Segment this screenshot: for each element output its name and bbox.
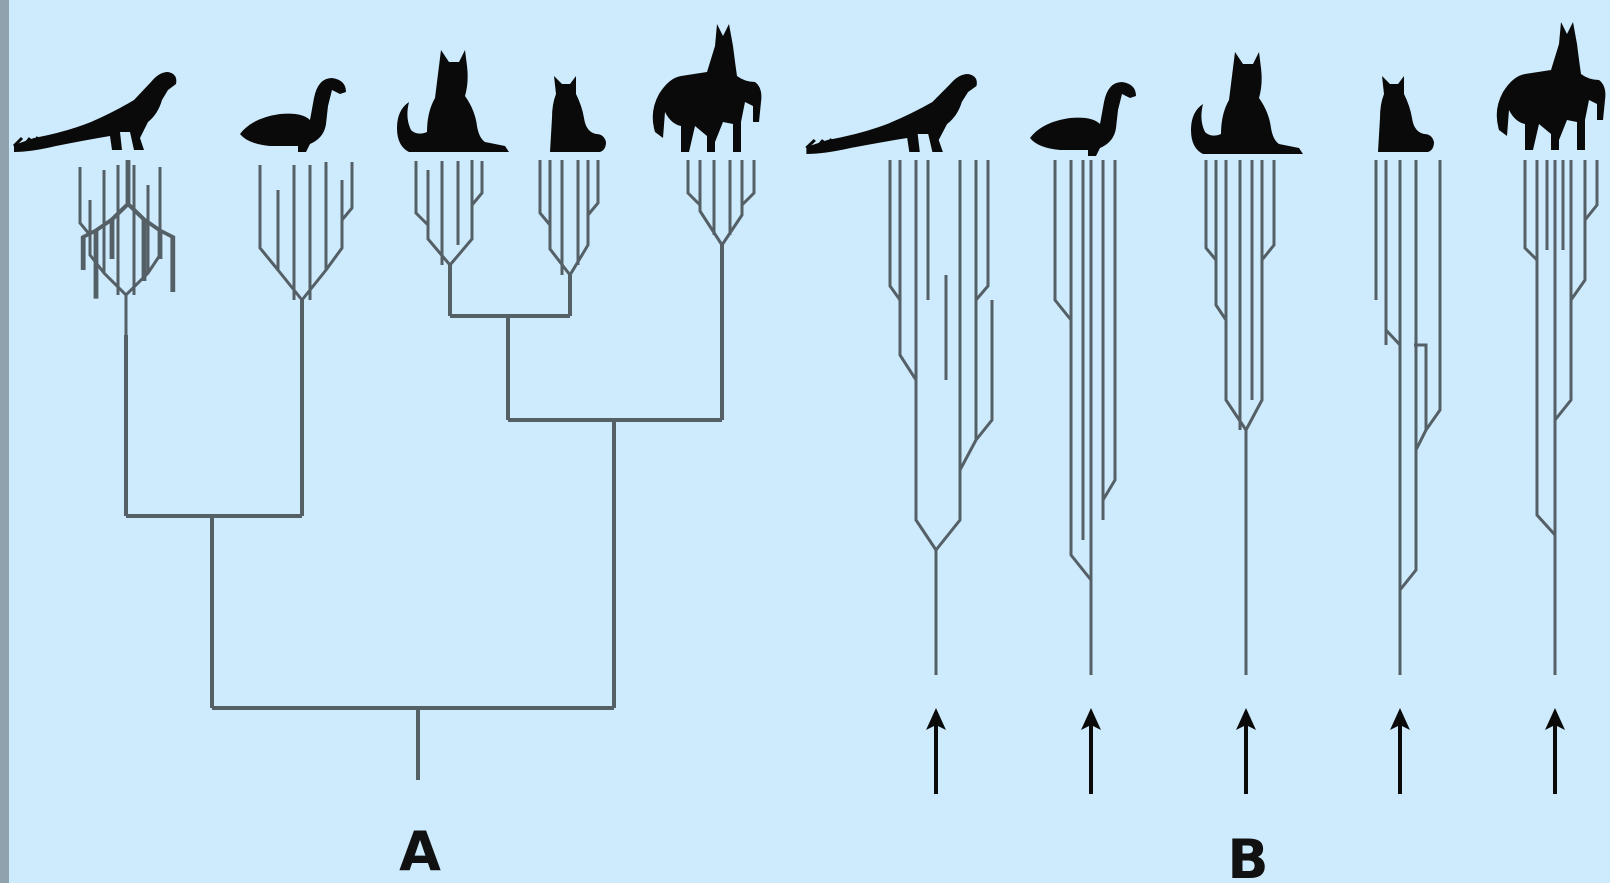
bird-duck-icon — [240, 78, 346, 152]
bird-long-tail-icon — [806, 74, 976, 154]
bird-duck-icon — [1030, 82, 1136, 156]
up-arrow-icon — [926, 708, 946, 794]
panel-a-tree — [126, 245, 722, 780]
panel-a: A — [14, 24, 761, 883]
up-arrow-icon — [1545, 708, 1565, 794]
panel-a-label: A — [399, 820, 441, 883]
dog-standing-icon — [653, 24, 762, 152]
cat-small-icon — [1378, 76, 1434, 152]
up-arrow-icon — [1390, 708, 1410, 794]
panel-b: B — [806, 22, 1605, 883]
dog-standing-icon — [1497, 22, 1606, 150]
cat-sitting-icon — [397, 50, 509, 152]
up-arrow-icon — [1236, 708, 1256, 794]
bird-long-tail-icon — [14, 72, 176, 152]
up-arrow-icon — [1081, 708, 1101, 794]
cat-small-icon — [550, 76, 606, 152]
panel-b-label: B — [1227, 828, 1268, 883]
panel-a-terminal-branches — [80, 160, 754, 335]
cat-sitting-icon — [1191, 52, 1303, 154]
panel-b-lineages — [890, 160, 1597, 675]
